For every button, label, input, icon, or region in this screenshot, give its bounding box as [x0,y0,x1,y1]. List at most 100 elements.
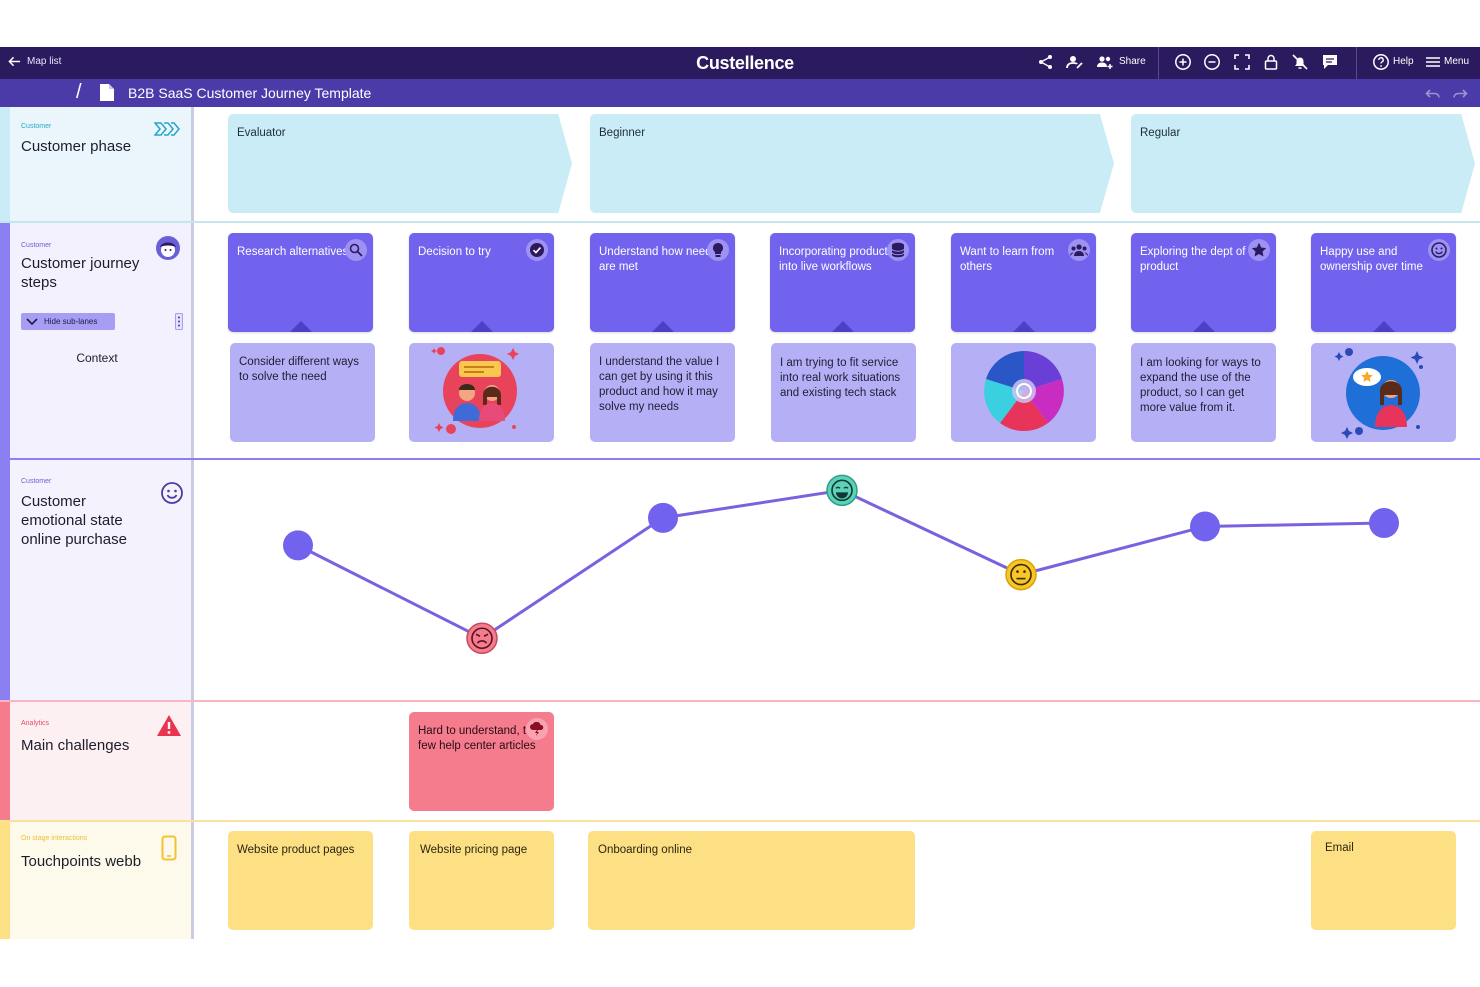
share-nodes-icon[interactable] [1037,53,1055,71]
touchpoint-card[interactable]: Website pricing page [409,831,554,930]
touchpoint-text: Website pricing page [420,844,528,856]
context-card[interactable]: I understand the value I can get by usin… [590,343,735,442]
map-list-label: Map list [27,56,62,67]
share-users-icon[interactable] [1096,53,1114,71]
phase-card[interactable]: Regular [1131,114,1475,213]
toolbar-divider [1158,47,1159,79]
bell-off-icon[interactable] [1291,53,1309,71]
emotion-point-very-happy[interactable] [826,474,858,507]
step-label: Incorporating product into live workflow… [779,246,888,273]
color-wheel-illustration [984,351,1064,431]
menu-button[interactable]: Menu [1444,56,1470,67]
undo-icon[interactable] [1425,85,1441,101]
arrow-left-icon [8,56,21,67]
journey-step-card[interactable]: Research alternatives [228,233,373,332]
journey-step-card[interactable]: Happy use and ownership over time [1311,233,1456,332]
step-arrow [651,321,674,332]
lane-stripe [0,702,10,821]
comments-icon[interactable] [1321,53,1339,71]
touchpoint-card[interactable]: Email [1311,831,1456,930]
hide-sublanes-label: Hide sub-lanes [44,317,98,326]
context-card[interactable]: I am trying to fit service into real wor… [771,343,916,442]
phase-label: Evaluator [237,127,286,139]
touchpoint-card[interactable]: Website product pages [228,831,373,930]
map-titlebar: / B2B SaaS Customer Journey Template [0,79,1480,107]
zoom-out-icon[interactable] [1203,53,1221,71]
context-card[interactable]: I am looking for ways to expand the use … [1131,343,1276,442]
journey-step-card[interactable]: Want to learn from others [951,233,1096,332]
database-icon [887,239,909,261]
help-button[interactable]: Help [1393,56,1414,67]
step-arrow [289,321,312,332]
group-icon [1068,239,1090,261]
step-arrow [1372,321,1395,332]
journey-step-card[interactable]: Understand how needs are met [590,233,735,332]
context-card[interactable] [409,343,554,442]
help-icon[interactable] [1372,53,1390,71]
hamburger-menu-icon[interactable] [1424,53,1442,71]
challenge-text: Hard to understand, to few help center a… [418,725,536,752]
step-label: Decision to try [418,246,491,258]
sublane-name: Context [76,351,118,365]
storm-cloud-icon [526,718,548,740]
journey-step-card[interactable]: Incorporating product into live workflow… [770,233,915,332]
step-label: Happy use and ownership over time [1320,246,1423,273]
map-title[interactable]: B2B SaaS Customer Journey Template [128,85,372,101]
context-text: I am trying to fit service into real wor… [780,357,901,399]
lane-category: On stage interactions [21,835,88,842]
lane-divider [0,700,1480,702]
map-list-link[interactable]: Map list [8,55,61,68]
kebab-menu-icon[interactable] [175,313,183,330]
chevrons-icon [154,122,180,136]
zoom-in-icon[interactable] [1174,53,1192,71]
lane-category: Customer [21,123,52,130]
lane-header-emotion[interactable]: Customer Customer emotional state online… [0,460,194,701]
lane-name: Customer journey steps [21,255,140,291]
context-card[interactable]: Consider different ways to solve the nee… [230,343,375,442]
step-label: Want to learn from others [960,246,1055,273]
smiley-icon [1428,239,1450,261]
chevron-down-icon [26,317,38,325]
phase-card[interactable]: Evaluator [228,114,572,213]
emotion-point-indifferent[interactable] [1005,558,1037,591]
lane-stripe [0,822,10,939]
user-edit-icon[interactable] [1066,53,1084,71]
context-card[interactable] [1311,343,1456,442]
touchpoint-card[interactable]: Onboarding online [588,831,915,930]
star-icon [1248,239,1270,261]
lane-divider [0,820,1480,822]
lane-header-phase[interactable]: Customer Customer phase [0,107,194,222]
emotion-point-neutral[interactable] [648,502,678,533]
emotion-point-angry[interactable] [466,622,498,654]
fullscreen-icon[interactable] [1233,53,1251,71]
phase-label: Beginner [599,127,646,139]
avatar-icon [156,236,180,260]
phase-card[interactable]: Beginner [590,114,1114,213]
journey-step-card[interactable]: Exploring the dept of the product [1131,233,1276,332]
step-arrow [470,321,493,332]
step-label: Research alternatives [237,246,349,258]
step-arrow [1012,321,1035,332]
touchpoint-text: Website product pages [237,844,355,856]
lane-header-challenges[interactable]: Analytics Main challenges [0,702,194,821]
challenge-card[interactable]: Hard to understand, to few help center a… [409,712,554,811]
context-text: Consider different ways to solve the nee… [239,356,359,383]
emotion-point-neutral[interactable] [283,530,313,561]
hide-sublanes-button[interactable]: Hide sub-lanes [21,313,115,330]
smiley-icon [161,482,183,504]
share-button[interactable]: Share [1119,56,1146,67]
touchpoint-text: Onboarding online [598,844,692,856]
lock-icon[interactable] [1262,53,1280,71]
document-icon [100,84,114,101]
journey-step-card[interactable]: Decision to try [409,233,554,332]
step-arrow [1192,321,1215,332]
lane-header-touchpoints[interactable]: On stage interactions Touchpoints webb [0,822,194,939]
emotion-point-neutral[interactable] [1369,508,1399,538]
context-card[interactable] [951,343,1096,442]
lane-header-steps[interactable]: Customer Customer journey steps [0,223,194,459]
emotion-point-neutral[interactable] [1190,511,1220,542]
redo-icon[interactable] [1452,85,1468,101]
phone-icon [161,835,177,861]
lane-category: Analytics [21,720,50,727]
lane-category: Customer [21,242,52,249]
